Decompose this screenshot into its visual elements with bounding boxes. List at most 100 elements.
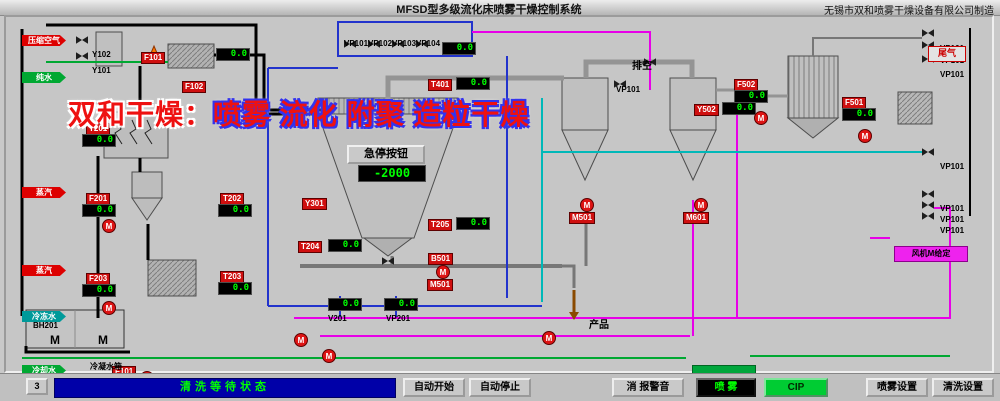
- watermark-slogan: 喷雾 流化 附聚 造粒干燥: [213, 99, 530, 130]
- text-label: VP103: [392, 39, 417, 48]
- text-label: VP101: [940, 204, 965, 213]
- value-display: 0.0: [442, 42, 476, 55]
- inlet-label: 蒸汽: [22, 187, 66, 198]
- motor-icon[interactable]: M: [322, 349, 336, 363]
- value-display: 0.0: [82, 284, 116, 297]
- instrument-tag-F101: F101: [141, 52, 166, 64]
- text-label: VP102: [368, 39, 393, 48]
- text-label: 冷凝水箱: [90, 362, 122, 371]
- black-pipes: [20, 23, 971, 354]
- text-label: VP101: [344, 39, 369, 48]
- value-display: 0.0: [384, 298, 418, 311]
- text-label: VP101: [940, 162, 965, 171]
- value-display: 0.0: [456, 77, 490, 90]
- instrument-tag-Y301: Y301: [302, 198, 327, 210]
- title-bar: MFSD型多级流化床喷雾干燥控制系统 无锡市双和喷雾干燥设备有限公司制造: [0, 0, 1000, 17]
- instrument-tag-B501: B501: [428, 253, 454, 265]
- motor-icon[interactable]: M: [754, 111, 768, 125]
- instrument-tag-M501: M501: [427, 279, 454, 291]
- status-display: 清洗等待状态: [54, 378, 396, 398]
- value-display: 0.0: [82, 204, 116, 217]
- text-label: 排空: [632, 61, 652, 72]
- cip-button[interactable]: CIP: [764, 378, 828, 397]
- exhaust-filter: [897, 91, 933, 125]
- cyclone-2: [669, 129, 717, 182]
- air-heater-1: [167, 43, 215, 69]
- motor-icon[interactable]: M: [102, 219, 116, 233]
- value-display: 0.0: [216, 48, 250, 61]
- value-display: 0.0: [456, 217, 490, 230]
- text-label: M: [50, 333, 60, 347]
- blue-pipes: [267, 21, 542, 318]
- instrument-tag-T205: T205: [428, 219, 453, 231]
- text-label: BH201: [33, 321, 58, 330]
- auto-stop-button[interactable]: 自动停止: [469, 378, 531, 397]
- motor-icon[interactable]: M: [102, 301, 116, 315]
- text-label: VP101: [940, 70, 965, 79]
- motor-icon[interactable]: M: [436, 265, 450, 279]
- text-label: VP201: [386, 314, 411, 323]
- value-display: 0.0: [842, 108, 876, 121]
- tail-gas-label: 尾气: [928, 46, 966, 62]
- manufacturer-label: 无锡市双和喷雾干燥设备有限公司制造: [824, 6, 994, 17]
- text-label: M: [98, 333, 108, 347]
- page-title: MFSD型多级流化床喷雾干燥控制系统: [396, 4, 582, 16]
- motor-icon[interactable]: M: [294, 333, 308, 347]
- inlet-label: 纯水: [22, 72, 66, 83]
- motor-icon[interactable]: M: [694, 198, 708, 212]
- bag-filter-stack: [787, 55, 839, 119]
- text-label: VP104: [416, 39, 441, 48]
- gray-ducts: [300, 37, 922, 288]
- spray-mode-button[interactable]: 喷 雾: [696, 378, 756, 397]
- instrument-tag-M601: M601: [683, 212, 710, 224]
- value-display: 0.0: [218, 282, 252, 295]
- inlet-label: 冷却水: [22, 365, 66, 376]
- instrument-tag-T401: T401: [428, 79, 453, 91]
- control-bar: 3 清洗等待状态 自动开始 自动停止 消 报警音 喷 雾 CIP 喷雾设置 清洗…: [0, 373, 1000, 401]
- text-label: Y102: [92, 50, 111, 59]
- motor-icon[interactable]: M: [580, 198, 594, 212]
- value-display: 0.0: [218, 204, 252, 217]
- instrument-tag-F102: F102: [182, 81, 207, 93]
- motor-icon[interactable]: M: [858, 129, 872, 143]
- fan-setpoint-label: 风机M给定: [894, 246, 968, 262]
- text-label: VP101: [940, 226, 965, 235]
- air-heater-2: [147, 259, 197, 297]
- magenta-pipes: [294, 31, 951, 337]
- text-label: 产品: [589, 320, 609, 331]
- instrument-tag-Y502: Y502: [694, 104, 719, 116]
- text-label: VP101: [616, 85, 641, 94]
- auto-start-button[interactable]: 自动开始: [403, 378, 465, 397]
- text-label: V201: [328, 314, 347, 323]
- page-indicator[interactable]: 3: [26, 378, 48, 395]
- piping-and-equipment-graphics: [20, 21, 971, 359]
- value-display: 0.0: [82, 134, 116, 147]
- instrument-tag-M501: M501: [569, 212, 596, 224]
- value-display: 0.0: [328, 298, 362, 311]
- value-display: -2000: [358, 165, 426, 182]
- text-label: VP101: [940, 215, 965, 224]
- product-arrow: [569, 290, 579, 320]
- cyclone-small: [131, 197, 163, 221]
- inlet-label: 压缩空气: [22, 35, 66, 46]
- spray-settings-button[interactable]: 喷雾设置: [866, 378, 928, 397]
- instrument-tag-T202: T202: [220, 193, 245, 205]
- cyan-pipes: [541, 98, 922, 302]
- dryer-outlet-cone: [362, 237, 414, 257]
- watermark-text: 双和干燥：喷雾 流化 附聚 造粒干燥: [68, 93, 529, 133]
- motor-icon[interactable]: M: [542, 331, 556, 345]
- text-label: Y101: [92, 66, 111, 75]
- inlet-label: 蒸汽: [22, 265, 66, 276]
- emergency-stop-button[interactable]: 急停按钮: [347, 145, 425, 164]
- equipment-shapes: [25, 31, 933, 349]
- mute-alarm-button[interactable]: 消 报警音: [612, 378, 684, 397]
- cyclone-1: [561, 129, 609, 182]
- value-display: 0.0: [722, 102, 756, 115]
- inlet-label: 冷冻水: [22, 311, 66, 322]
- value-display: 0.0: [328, 239, 362, 252]
- clean-settings-button[interactable]: 清洗设置: [932, 378, 994, 397]
- instrument-tag-T204: T204: [298, 241, 323, 253]
